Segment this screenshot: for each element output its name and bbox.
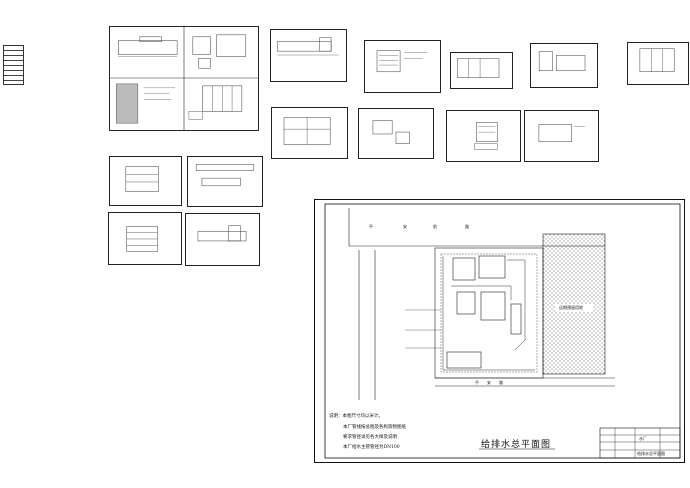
sheet-11-drawing xyxy=(125,166,159,192)
sheet-6-drawing xyxy=(639,48,675,72)
sheet-1-drawing xyxy=(110,27,258,130)
sheet-thumbnail-12[interactable] xyxy=(187,156,263,207)
sheet-13-drawing xyxy=(126,226,158,252)
road-label-top-3: 前 xyxy=(433,224,437,229)
sheet-thumbnail-14[interactable] xyxy=(185,213,260,266)
road-label-bottom-1: 平 xyxy=(475,380,479,385)
sheet-8-drawing xyxy=(372,120,410,144)
sheet-thumbnail-5[interactable] xyxy=(530,43,598,88)
sheet-4-drawing xyxy=(457,58,500,78)
sheet-thumbnail-13[interactable] xyxy=(108,212,182,265)
title-block-drawing: 给排水总平面图 xyxy=(637,451,665,456)
sheet-thumbnail-9[interactable] xyxy=(446,110,521,162)
site-plan-drawing xyxy=(324,203,681,459)
reserved-land-label: 远期预留用地 xyxy=(559,305,583,310)
sheet-thumbnail-8[interactable] xyxy=(358,108,434,159)
main-drawing-sheet[interactable]: 平 安 前 路 平 安 路 远期预留用地 说明：本图尺寸均以米计。 本厂管线按总… xyxy=(314,199,685,463)
road-label-bottom-2: 安 xyxy=(487,380,491,385)
sheet-thumbnail-11[interactable] xyxy=(109,156,182,206)
notes-line-3: 本厂给水主管管径为DN100 xyxy=(343,445,400,450)
sheet-thumbnail-1[interactable] xyxy=(109,26,259,131)
notes-line-2: 要求管径详见各大样及说明 xyxy=(343,435,397,440)
road-label-bottom-3: 路 xyxy=(499,380,503,385)
sheet-thumbnail-6[interactable] xyxy=(627,42,689,85)
sheet-2-drawing xyxy=(276,37,339,56)
notes-heading: 说明：本图尺寸均以米计。 xyxy=(329,414,383,419)
notes-line-1: 本厂管线按总图及各构筑物图纸 xyxy=(343,425,406,430)
title-block-project: 水厂 xyxy=(639,436,647,441)
sheet-thumbnail-3[interactable] xyxy=(364,40,441,93)
road-label-top-4: 路 xyxy=(465,224,469,229)
drawing-title: 给排水总平面图 xyxy=(481,440,552,450)
sheet-3-drawing xyxy=(376,50,428,73)
sheet-7-drawing xyxy=(283,117,331,145)
road-label-top-2: 安 xyxy=(403,224,407,229)
road-label-top-1: 平 xyxy=(369,224,373,229)
sheet-14-drawing xyxy=(197,225,247,242)
sheet-thumbnail-7[interactable] xyxy=(271,107,348,159)
sheet-thumbnail-10[interactable] xyxy=(524,110,599,162)
sheet-10-drawing xyxy=(538,124,586,143)
sheet-5-drawing xyxy=(538,51,586,71)
sheet-thumbnail-4[interactable] xyxy=(450,52,513,89)
sheet-12-drawing xyxy=(195,164,255,187)
sheet-9-drawing xyxy=(474,122,498,150)
sheet-thumbnail-2[interactable] xyxy=(270,29,347,82)
layer-legend xyxy=(3,45,24,85)
